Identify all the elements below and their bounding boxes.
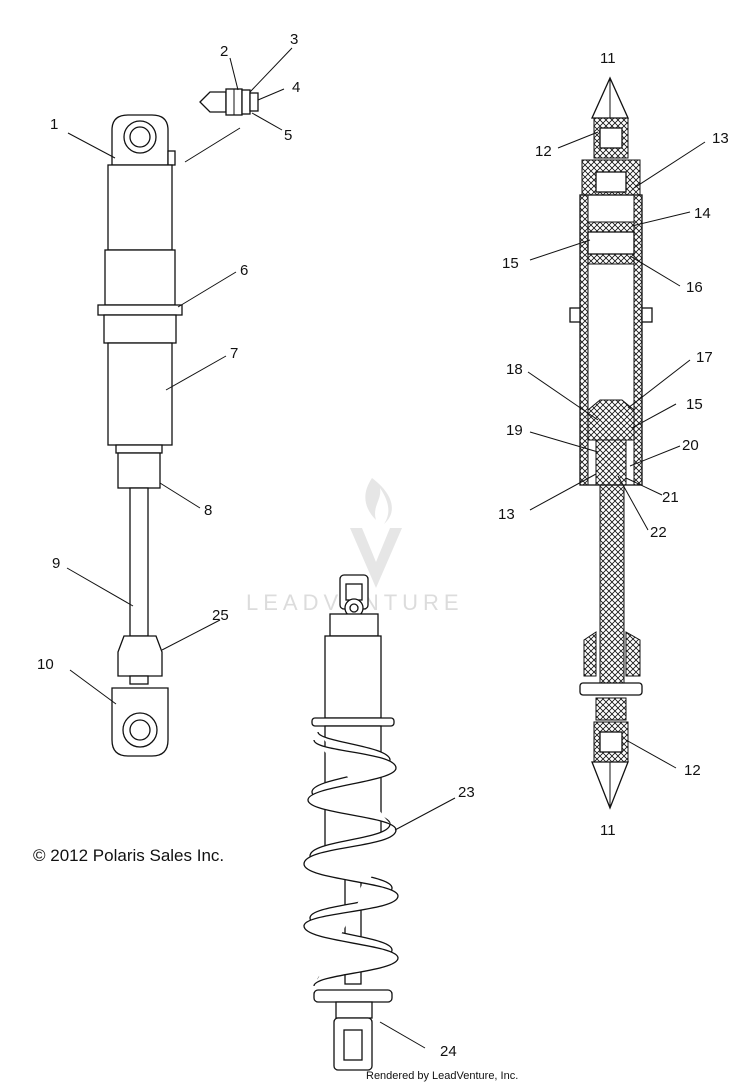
callout-18: 18 xyxy=(506,361,523,378)
callout-25: 25 xyxy=(212,607,229,624)
callout-6: 6 xyxy=(240,262,248,279)
callout-15-left: 15 xyxy=(502,255,519,272)
callout-12-bottom: 12 xyxy=(684,762,701,779)
callout-15-right: 15 xyxy=(686,396,703,413)
callout-16: 16 xyxy=(686,279,703,296)
rendered-by-credit: Rendered by LeadVenture, Inc. xyxy=(366,1070,518,1082)
callout-19: 19 xyxy=(506,422,523,439)
cutaway-shock-assembly xyxy=(569,76,653,810)
callout-2: 2 xyxy=(220,43,228,60)
callout-1: 1 xyxy=(50,116,58,133)
callout-22: 22 xyxy=(650,524,667,541)
callout-13-top: 13 xyxy=(712,130,729,147)
callout-17: 17 xyxy=(696,349,713,366)
leader-lines xyxy=(66,47,706,1049)
callout-3: 3 xyxy=(290,31,298,48)
callout-21: 21 xyxy=(662,489,679,506)
callout-7: 7 xyxy=(230,345,238,362)
callout-12-top: 12 xyxy=(535,143,552,160)
callout-5: 5 xyxy=(284,127,292,144)
callout-23: 23 xyxy=(458,784,475,801)
coil-spring xyxy=(303,731,399,987)
callout-labels: 1 2 3 4 5 6 7 8 9 25 10 11 12 13 14 15 1… xyxy=(37,31,729,1060)
callout-14: 14 xyxy=(694,205,711,222)
coilover-shock-assembly xyxy=(303,574,399,1071)
callout-9: 9 xyxy=(52,555,60,572)
callout-11-bottom: 11 xyxy=(600,822,616,839)
left-shock-assembly xyxy=(97,114,183,757)
callout-11-top: 11 xyxy=(600,50,616,67)
callout-20: 20 xyxy=(682,437,699,454)
callout-4: 4 xyxy=(292,79,300,96)
valve-fitting xyxy=(199,88,259,116)
callout-8: 8 xyxy=(204,502,212,519)
copyright-notice: © 2012 Polaris Sales Inc. xyxy=(33,846,224,865)
callout-13-bottom: 13 xyxy=(498,506,515,523)
callout-24: 24 xyxy=(440,1043,457,1060)
callout-10: 10 xyxy=(37,656,54,673)
